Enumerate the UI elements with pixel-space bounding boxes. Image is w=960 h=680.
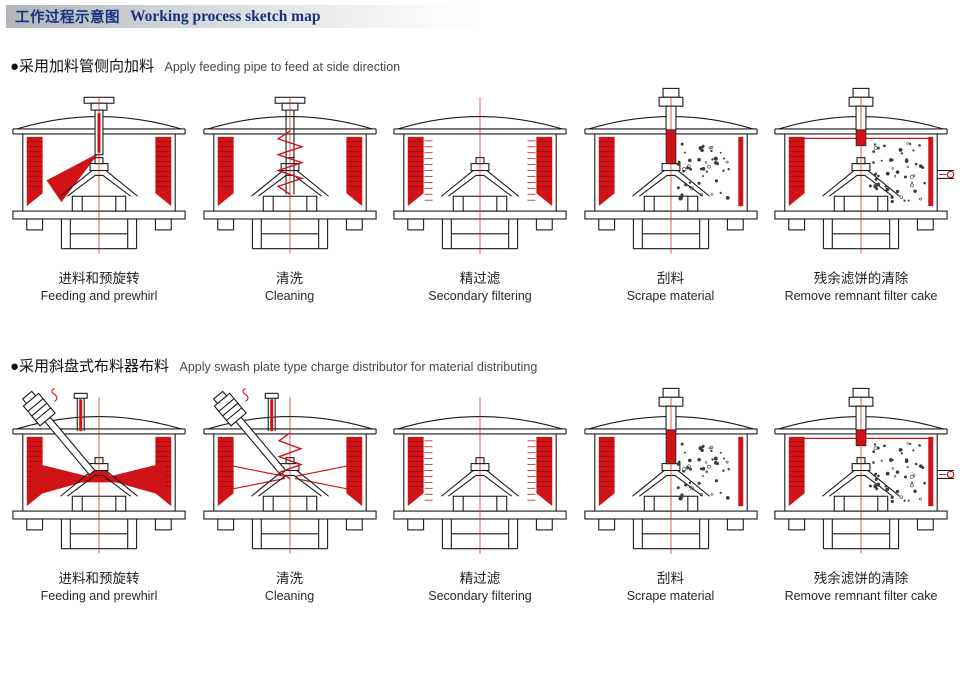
section-heading-2-en: Apply swash plate type charge distributo… bbox=[179, 360, 538, 374]
centrifuge-diagram-filtering bbox=[385, 84, 575, 262]
centrifuge-diagram-swash-cleaning bbox=[195, 384, 385, 562]
section-heading-2-cn: ●采用斜盘式布料器布料 bbox=[10, 358, 170, 375]
stage-cell: 精过滤 Secondary filtering bbox=[385, 84, 575, 303]
stage-label-en: Secondary filtering bbox=[428, 289, 532, 303]
stage-cell: 刮料 Scrape material bbox=[576, 384, 766, 603]
stage-cell: 清洗 Cleaning bbox=[195, 384, 385, 603]
stage-label-cn: 残余滤饼的清除 bbox=[813, 571, 909, 586]
centrifuge-diagram-swash-feeding bbox=[4, 384, 194, 562]
page-title-en: Working process sketch map bbox=[130, 7, 321, 25]
page-title-band: 工作过程示意图 Working process sketch map bbox=[6, 5, 474, 28]
stage-cell: 进料和预旋转 Feeding and prewhirl bbox=[4, 384, 194, 603]
process-row-1: 进料和预旋转 Feeding and prewhirl 清洗 Cleaning bbox=[0, 84, 960, 303]
stage-label-en: Cleaning bbox=[264, 589, 315, 603]
centrifuge-diagram-remove-cake bbox=[766, 84, 956, 262]
section-heading-1-en: Apply feeding pipe to feed at side direc… bbox=[164, 60, 401, 74]
centrifuge-diagram-feeding bbox=[4, 84, 194, 262]
page-title-cn: 工作过程示意图 bbox=[15, 10, 120, 26]
stage-label-cn: 刮料 bbox=[657, 571, 684, 586]
stage-label-en: Feeding and prewhirl bbox=[40, 289, 158, 303]
stage-label-cn: 清洗 bbox=[276, 571, 303, 586]
stage-cell: 精过滤 Secondary filtering bbox=[385, 384, 575, 603]
stage-label-cn: 清洗 bbox=[276, 271, 303, 286]
section-heading-2: ●采用斜盘式布料器布料 Apply swash plate type charg… bbox=[10, 355, 960, 376]
stage-label-en: Remove remnant filter cake bbox=[784, 289, 938, 303]
stage-label-cn: 精过滤 bbox=[459, 271, 501, 286]
stage-label-cn: 精过滤 bbox=[459, 571, 501, 586]
centrifuge-diagram-scrape bbox=[576, 84, 766, 262]
stage-label-cn: 刮料 bbox=[657, 271, 684, 286]
section-heading-1: ●采用加料管侧向加料 Apply feeding pipe to feed at… bbox=[10, 55, 960, 76]
stage-cell: 进料和预旋转 Feeding and prewhirl bbox=[4, 84, 194, 303]
stage-cell: 清洗 Cleaning bbox=[195, 84, 385, 303]
centrifuge-diagram-cleaning bbox=[195, 84, 385, 262]
stage-cell: 刮料 Scrape material bbox=[576, 84, 766, 303]
centrifuge-diagram-filtering bbox=[385, 384, 575, 562]
stage-label-en: Scrape material bbox=[626, 289, 715, 303]
stage-label-en: Secondary filtering bbox=[428, 589, 532, 603]
stage-label-en: Feeding and prewhirl bbox=[40, 589, 158, 603]
stage-label-cn: 进料和预旋转 bbox=[58, 271, 140, 286]
centrifuge-diagram-scrape bbox=[576, 384, 766, 562]
section-heading-1-cn: ●采用加料管侧向加料 bbox=[10, 58, 155, 75]
stage-label-cn: 进料和预旋转 bbox=[58, 571, 140, 586]
stage-cell: 残余滤饼的清除 Remove remnant filter cake bbox=[766, 384, 956, 603]
stage-label-en: Remove remnant filter cake bbox=[784, 589, 938, 603]
stage-cell: 残余滤饼的清除 Remove remnant filter cake bbox=[766, 84, 956, 303]
stage-label-en: Scrape material bbox=[626, 589, 715, 603]
stage-label-en: Cleaning bbox=[264, 289, 315, 303]
centrifuge-diagram-remove-cake bbox=[766, 384, 956, 562]
process-row-2: 进料和预旋转 Feeding and prewhirl bbox=[0, 384, 960, 603]
stage-label-cn: 残余滤饼的清除 bbox=[813, 271, 909, 286]
